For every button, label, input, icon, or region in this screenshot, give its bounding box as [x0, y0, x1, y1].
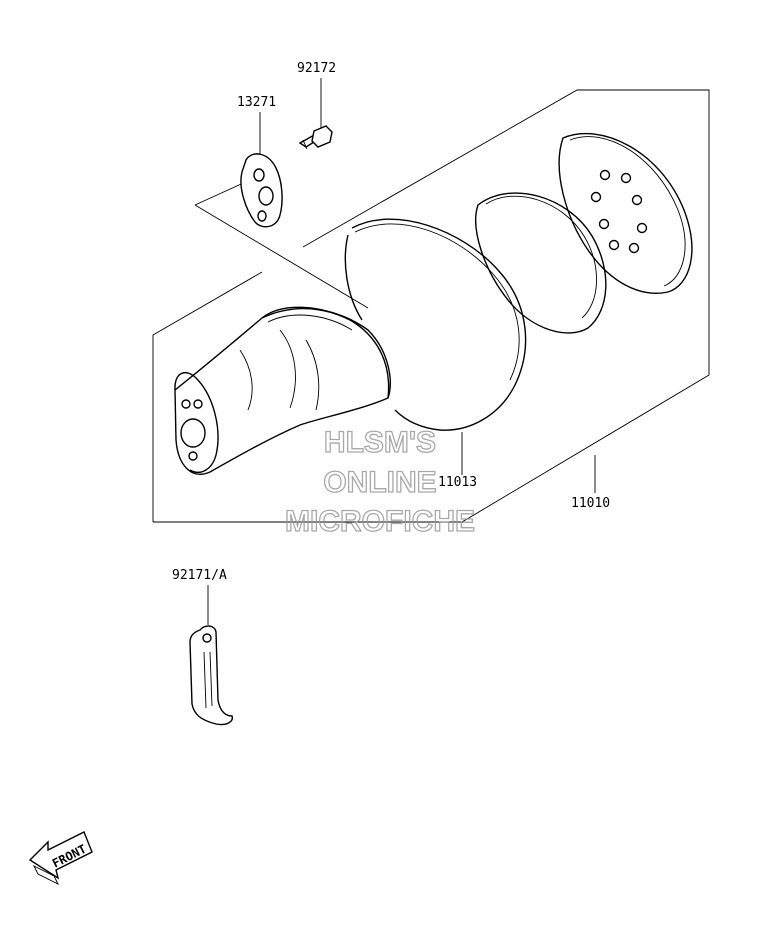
- watermark-line3: MICROFICHE: [285, 505, 475, 538]
- bracket-icon[interactable]: [189, 585, 233, 726]
- bolt-icon[interactable]: [298, 78, 333, 150]
- part-label-13271[interactable]: 13271: [237, 95, 276, 110]
- part-label-11013[interactable]: 11013: [438, 475, 477, 490]
- watermark: HLSM'S ONLINE MICROFICHE: [284, 425, 475, 538]
- perforated-plate-icon[interactable]: [558, 132, 693, 294]
- part-label-11010[interactable]: 11010: [571, 496, 610, 511]
- gasket-icon[interactable]: [240, 112, 283, 228]
- part-label-92172[interactable]: 92172: [297, 61, 336, 76]
- watermark-line1: HLSM'S: [324, 426, 436, 459]
- ring-icon[interactable]: [475, 192, 607, 334]
- part-label-92171[interactable]: 92171/A: [172, 568, 227, 583]
- watermark-line2: ONLINE: [323, 466, 436, 499]
- front-arrow-icon: FRONT: [28, 831, 93, 886]
- cap-icon[interactable]: [344, 218, 527, 475]
- muffler-body-icon[interactable]: [174, 306, 391, 475]
- assembly-outline: [152, 89, 710, 523]
